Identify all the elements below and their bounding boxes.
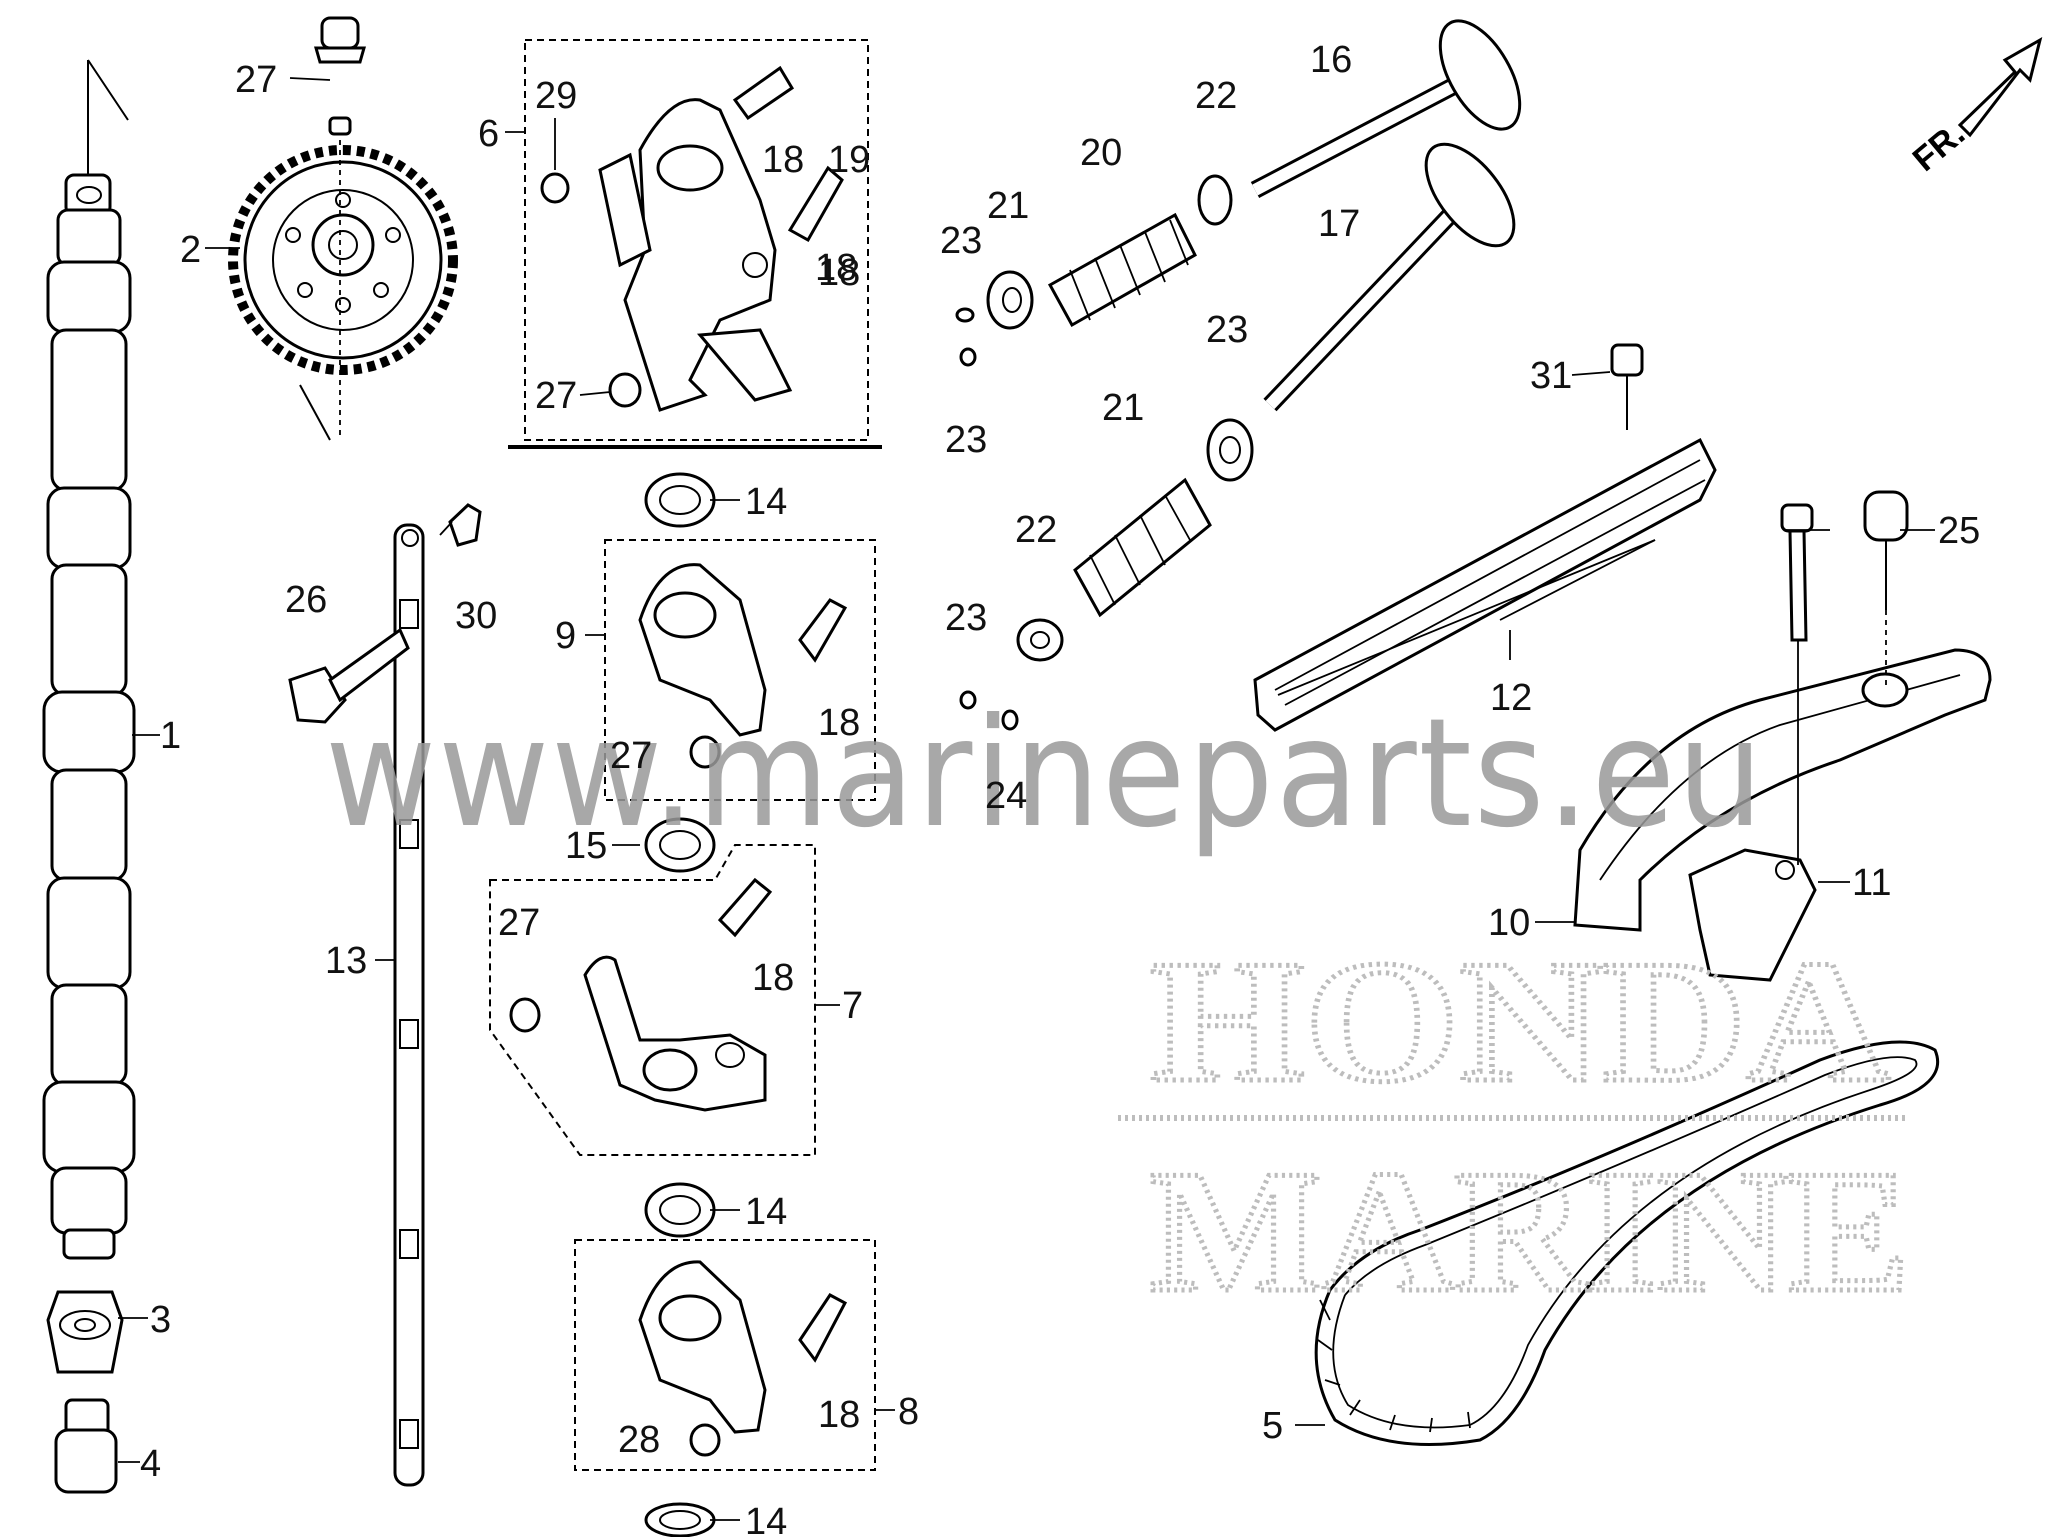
cam-bolt <box>314 16 366 136</box>
callout: 26 <box>285 579 327 621</box>
callout: 27 <box>235 59 277 101</box>
rocker-assembly-6 <box>540 65 844 412</box>
callout: 11 <box>1852 862 1891 904</box>
callout: 21 <box>987 185 1029 227</box>
callout: 17 <box>1318 203 1360 245</box>
callout: 25 <box>1938 510 1980 552</box>
brand-logo: HONDA MARINE <box>1118 922 1913 1331</box>
callout: 7 <box>842 985 863 1027</box>
seal-14-top <box>644 472 716 528</box>
rocker-shaft <box>393 523 425 1487</box>
washer-15 <box>644 817 716 873</box>
valve-17 <box>1263 142 1516 412</box>
tensioner-arm-10 <box>1573 648 1992 932</box>
pulser-rotor <box>46 1290 124 1374</box>
callout: 27 <box>498 902 540 944</box>
callout: 18 <box>818 1394 860 1436</box>
callout: 23 <box>940 220 982 262</box>
leader-lines <box>118 77 1935 1521</box>
callout: 18 <box>818 702 860 744</box>
callout: 6 <box>478 113 499 155</box>
callout: 30 <box>455 595 497 637</box>
callout: 9 <box>555 615 576 657</box>
callout: 5 <box>1262 1405 1283 1447</box>
callout: 13 <box>325 940 367 982</box>
callout: 23 <box>1206 309 1248 351</box>
rocker-arm-7 <box>509 877 773 1112</box>
callout: 2 <box>180 229 201 271</box>
rocker-arm-9 <box>638 563 848 769</box>
seal-14-bottom <box>644 1502 716 1537</box>
callout: 28 <box>618 1419 660 1461</box>
brand-logo-line1: HONDA <box>1150 924 1890 1118</box>
cotters-23 <box>955 307 1019 731</box>
callout: 10 <box>1488 902 1530 944</box>
callout: 18 <box>762 139 804 181</box>
cam-sprocket <box>228 130 458 441</box>
callout: 22 <box>1195 75 1237 117</box>
seal-14-mid <box>644 1182 716 1238</box>
frame-rocker-6 <box>524 39 869 441</box>
guide-bolt-30 <box>1610 343 1644 430</box>
callouts-extra: 18 19 <box>818 139 870 294</box>
callout: 15 <box>565 825 607 867</box>
callout: 1 <box>160 715 181 757</box>
callout: 16 <box>1310 39 1352 81</box>
seal-22-bottom <box>1206 418 1254 482</box>
seal-22-top <box>1197 174 1233 226</box>
callout: 12 <box>1490 677 1532 719</box>
frame-rocker-7 <box>489 844 816 1156</box>
clip-29 <box>448 503 482 547</box>
callout: 20 <box>1080 132 1122 174</box>
tensioner-11 <box>1688 848 1817 982</box>
retainer-21-bottom <box>1016 618 1064 662</box>
callout: 27 <box>535 375 577 417</box>
shaft-bolt <box>288 627 410 724</box>
bolt-24 <box>1863 490 1909 690</box>
callout: 3 <box>150 1299 171 1341</box>
frame-rocker-8 <box>574 1239 876 1471</box>
callout: 18 <box>818 252 860 294</box>
callout: 23 <box>945 597 987 639</box>
callout: 18 <box>815 247 857 289</box>
callout: 14 <box>745 481 787 523</box>
camshaft <box>42 59 136 1260</box>
valve-16 <box>1250 19 1522 198</box>
callout: 22 <box>1015 509 1057 551</box>
front-direction-indicator: FR. <box>1906 36 2043 179</box>
callout: 21 <box>1102 387 1144 429</box>
bolt-31 <box>1780 503 1814 865</box>
retainer-21-top <box>986 270 1034 330</box>
watermark: www.marineparts.eu <box>325 687 1765 861</box>
brand-logo-line2: MARINE <box>1150 1134 1910 1328</box>
callout: 29 <box>535 75 577 117</box>
callout: 31 <box>1530 355 1572 397</box>
callout: 19 <box>828 139 870 181</box>
valve-spring-20 <box>1073 477 1212 618</box>
frame-rocker-9 <box>604 539 876 801</box>
cam-plug <box>54 1398 118 1494</box>
callout: 18 <box>752 957 794 999</box>
callout: 23 <box>945 419 987 461</box>
valve-spring-19 <box>1047 212 1197 328</box>
timing-chain-5 <box>1314 1040 1940 1446</box>
callout: 4 <box>140 1443 161 1485</box>
callout: 24 <box>985 775 1027 817</box>
callout: 8 <box>898 1391 919 1433</box>
callout: 14 <box>745 1501 787 1537</box>
callouts: 1 2 3 4 5 6 7 8 9 10 11 12 13 14 14 14 1… <box>140 39 1980 1537</box>
callout: 27 <box>610 735 652 777</box>
rocker-arm-8 <box>638 1260 848 1457</box>
callout: 14 <box>745 1191 787 1233</box>
